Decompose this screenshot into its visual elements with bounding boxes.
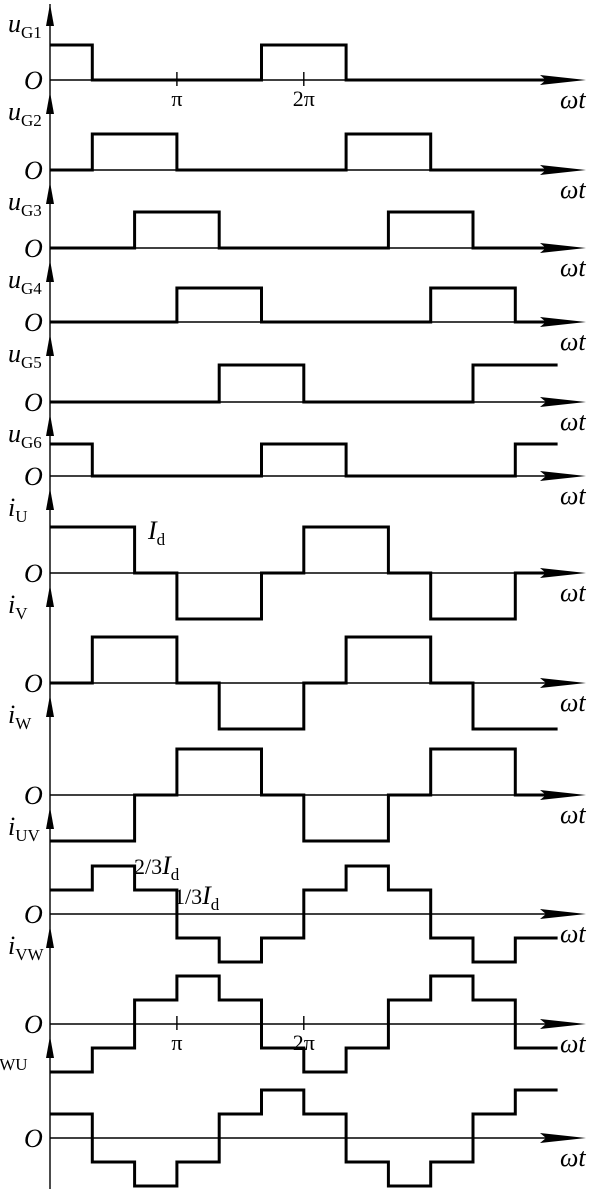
y-axis-arrow-iWU [46,1036,54,1058]
signal-label-iVW: iVW [8,931,45,964]
signal-label-uG3: uG3 [8,187,42,220]
zero-label-uG3: O [24,234,43,263]
signal-label-iW: iW [8,700,32,733]
time-axis-arrow-uG2 [540,165,586,175]
waveform-uG4 [50,286,558,324]
signal-label-uG6: uG6 [8,419,42,452]
waveform-uG5 [50,363,558,404]
time-axis-arrow-uG4 [540,317,586,327]
zero-label-iU: O [24,559,43,588]
time-label-iWU: ωt [560,1143,586,1172]
zero-label-iUV: O [24,900,43,929]
time-label-uG6: ωt [560,481,586,510]
time-label-uG3: ωt [560,253,586,282]
time-axis-arrow-iVW [540,1019,586,1029]
y-axis-arrow-uG2 [46,92,54,114]
plot-iV: iV Oωt [8,585,586,731]
zero-label-uG6: O [24,462,43,491]
zero-label-uG1: O [24,66,43,95]
waveform-iWU [50,1088,558,1188]
annotation-iUV-0: 2/3Id [134,851,180,884]
zero-label-iVW: O [24,1010,43,1039]
signal-label-uG1: uG1 [8,9,42,42]
time-axis-arrow-uG3 [540,243,586,253]
y-axis-arrow-uG3 [46,182,54,204]
signal-label-uG2: uG2 [8,97,42,130]
time-label-uG2: ωt [560,175,586,204]
waveform-uG1 [50,43,558,82]
time-label-iU: ωt [560,578,586,607]
waveform-iW [50,747,558,843]
time-axis-arrow-iWU [540,1133,586,1143]
plot-iVW: iVW Oωt π 2π [8,926,586,1074]
plot-iU: iU Oωt Id [8,488,586,621]
time-axis-arrow-iUV [540,909,586,919]
signal-label-iU: iU [8,493,28,526]
time-axis-arrow-iW [540,790,586,800]
tick-label-pi-iVW: π [171,1030,182,1055]
time-axis-arrow-uG6 [540,471,586,481]
plot-iW: iW Oωt [8,695,586,843]
tick-label-2pi-iVW: 2π [293,1030,315,1055]
waveform-iU [50,525,558,621]
time-label-iV: ωt [560,688,586,717]
time-label-uG1: ωt [560,85,586,114]
waveform-uG2 [50,132,558,172]
time-axis-arrow-uG5 [540,397,586,407]
y-axis-arrow-uG6 [46,414,54,436]
time-label-iVW: ωt [560,1029,586,1058]
signal-label-uG4: uG4 [8,265,42,298]
plot-iWU: iWU Oωt [0,1036,586,1188]
waveform-uG3 [50,210,558,250]
zero-label-iWU: O [24,1124,43,1153]
zero-label-uG5: O [24,388,43,417]
signal-label-iWU: iWU [0,1041,28,1074]
signal-label-iUV: iUV [8,812,41,845]
annotation-iUV-1: 1/3Id [174,881,220,914]
time-axis-arrow-iU [540,568,586,578]
waveform-iVW [50,974,558,1074]
y-axis-arrow-iU [46,488,54,510]
tick-label-2pi-uG1: 2π [293,86,315,111]
time-label-uG4: ωt [560,327,586,356]
waveform-iUV [50,864,558,964]
time-label-iUV: ωt [560,919,586,948]
zero-label-uG4: O [24,308,43,337]
signal-label-uG5: uG5 [8,339,42,372]
y-axis-arrow-uG1 [46,4,54,26]
y-axis-arrow-uG5 [46,334,54,356]
y-axis-arrow-iW [46,695,54,717]
tick-label-pi-uG1: π [171,86,182,111]
annotation-iU-0: Id [147,516,166,549]
zero-label-iW: O [24,781,43,810]
y-axis-arrow-iV [46,585,54,607]
y-axis-arrow-iVW [46,926,54,948]
zero-label-uG2: O [24,156,43,185]
time-label-uG5: ωt [560,407,586,436]
waveform-uG6 [50,442,558,478]
y-axis-arrow-uG4 [46,260,54,282]
signal-label-iV: iV [8,590,28,623]
time-label-iW: ωt [560,800,586,829]
waveform-iV [50,635,558,731]
y-axis-arrow-iUV [46,807,54,829]
time-axis-arrow-uG1 [540,75,586,85]
time-axis-arrow-iV [540,678,586,688]
zero-label-iV: O [24,669,43,698]
